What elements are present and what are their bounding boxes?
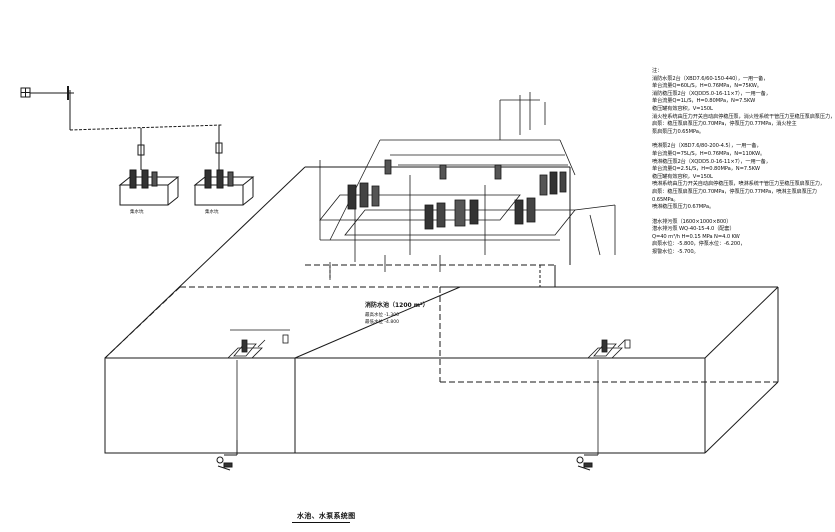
notes-line: Q=40 m³/h H=0.15 MPa N=4.0 KW xyxy=(652,233,740,240)
drain-outlet-1 xyxy=(216,454,237,471)
drain-outlet-2 xyxy=(576,454,598,471)
sump-pit-2 xyxy=(587,339,631,455)
notes-lines: 消防水泵2台（XBD7.6/60-150-440），一用一备，单台流量Q=60L… xyxy=(652,75,835,257)
notes-line: 启泵：稳压泵启泵压力0.70MPa，停泵压力0.77MPa，喷淋主泵启泵压力 xyxy=(652,188,817,195)
pump-system-diagram xyxy=(20,86,779,471)
tank-level-high: 最高水位 -1.300 xyxy=(365,313,399,318)
notes-line: 潜水排污泵 WQ-40-15-4.0（配套） xyxy=(652,226,735,233)
design-notes: 注： 消防水泵2台（XBD7.6/60-150-440），一用一备，单台流量Q=… xyxy=(652,68,835,257)
pit-label-2: 集水坑 xyxy=(205,210,219,215)
notes-line: 稳压罐有效容积，V=150L xyxy=(652,173,713,180)
grid-icon xyxy=(20,87,31,98)
tank-level-low: 最低水位 -4.800 xyxy=(365,320,399,325)
notes-line: 消火栓系统由压力开关自动启停稳压泵，消火栓系统干管压力至稳压泵启泵压力， xyxy=(652,113,835,120)
notes-line: 0.65MPa。 xyxy=(652,196,679,203)
notes-line: 稳压罐有效容积，V=150L xyxy=(652,105,713,112)
notes-heading: 注： xyxy=(652,68,663,74)
small-pump-box-2 xyxy=(193,169,255,206)
sump-pit-1 xyxy=(227,329,290,455)
notes-line: 潜水排污泵（1600×1000×800） xyxy=(652,218,732,225)
pit-label-1: 集水坑 xyxy=(130,210,144,215)
notes-line: 喷淋稳压泵2台（XQDD5.0-16-11×7），一用一备， xyxy=(652,158,771,165)
notes-line: 单台流量Q=2.5L/S，H=0.80MPa，N=7.5KW xyxy=(652,166,760,173)
title-underline xyxy=(292,522,350,523)
tank-label: 消防水池（1200 m³） xyxy=(365,302,429,309)
notes-line: 单台流量Q=75L/S，H=0.76MPa，N=110KW。 xyxy=(652,150,766,157)
notes-line: 单台流量Q=1L/S，H=0.80MPa，N=7.5KW xyxy=(652,98,756,105)
notes-line xyxy=(652,212,794,219)
notes-line: 泵启泵压力0.65MPa。 xyxy=(652,128,704,135)
notes-line: 喷淋稳压泵压力0.67MPa。 xyxy=(652,204,715,211)
pump-room xyxy=(319,92,616,280)
notes-line: 消防稳压泵2台（XQDD5.0-16-11×7），一用一备， xyxy=(652,90,771,97)
notes-line: 喷淋系统由压力开关自动启停稳压泵，喷淋系统干管压力至稳压泵启泵压力， xyxy=(652,181,825,188)
small-pump-box-1 xyxy=(118,169,180,206)
notes-line: 单台流量Q=60L/S，H=0.76MPa，N=75KW。 xyxy=(652,83,762,90)
notes-line: 启泵水位：-5.800，停泵水位：-6.200， xyxy=(652,241,746,248)
notes-line: 启泵：稳压泵启泵压力0.70MPa，停泵压力0.77MPa，消火栓主 xyxy=(652,121,797,128)
drawing-title: 水池、水泵系统图 xyxy=(297,512,356,520)
notes-line: 喷淋泵2台（XBD7.6/80-200-4.5），一用一备， xyxy=(652,143,762,150)
notes-line: 消防水泵2台（XBD7.6/60-150-440），一用一备， xyxy=(652,75,769,82)
notes-line: 报警水位：-5.700。 xyxy=(652,249,699,256)
